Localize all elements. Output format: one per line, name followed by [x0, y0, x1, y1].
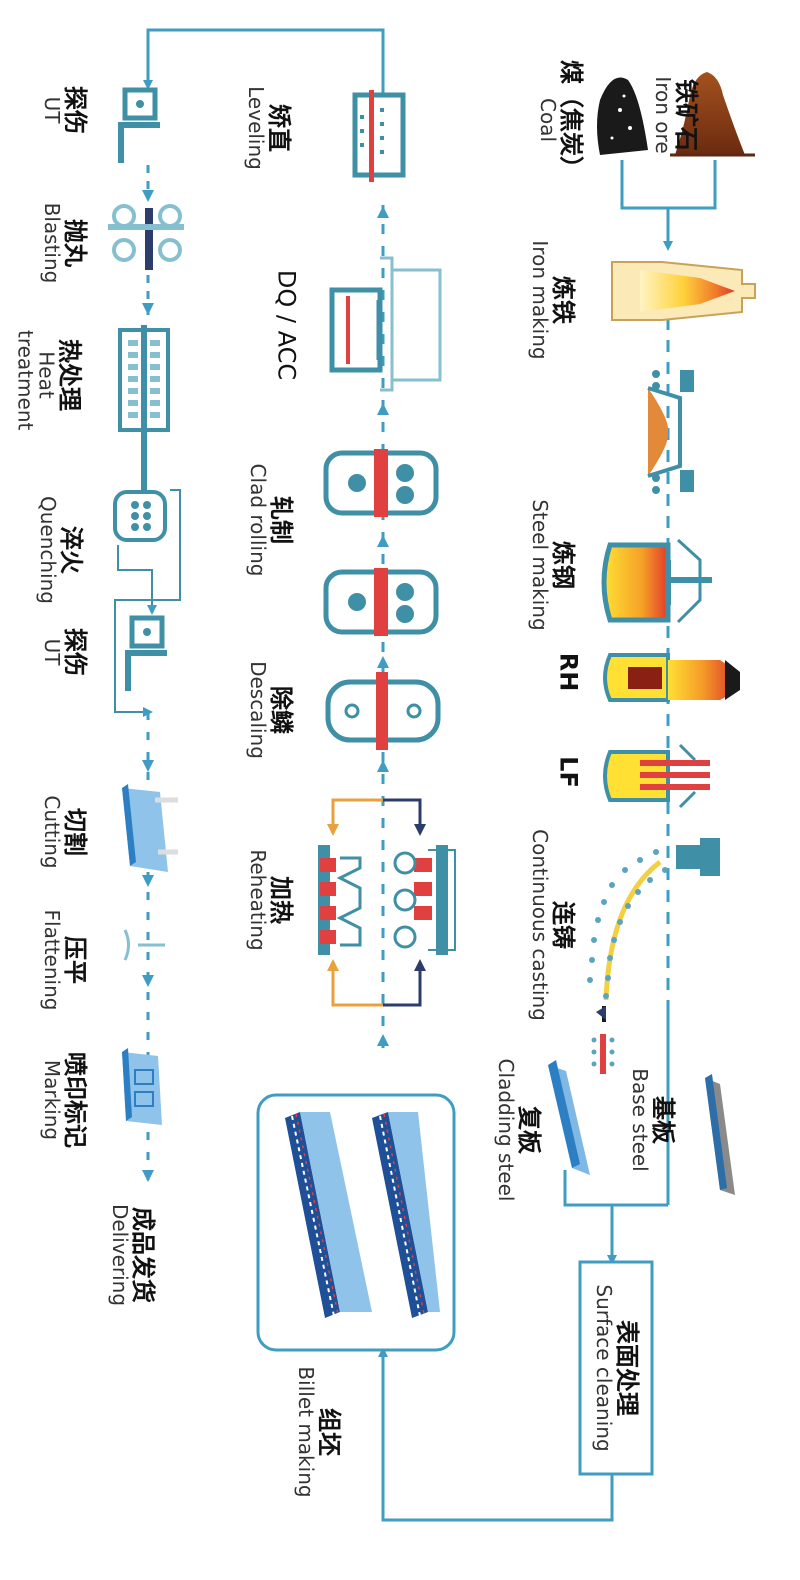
base-steel-plate-icon: [705, 1074, 735, 1195]
label-flattening-en: Flattening: [39, 909, 64, 1011]
label-iron-ore-en: Iron ore: [650, 76, 675, 154]
ut-probe-icon: [118, 87, 160, 163]
leveler-icon: [352, 90, 406, 182]
label-heat-treatment-zh: 热处理: [55, 339, 84, 411]
blast-furnace-icon: [611, 261, 756, 321]
label-billet-making-zh: 组坯: [315, 1408, 344, 1456]
label-iron-making-en: Iron making: [527, 240, 552, 360]
surface-cleaning-box: [578, 1260, 654, 1476]
reheating-furnace-icon: [318, 845, 456, 955]
label-iron-ore-zh: 铁矿石: [672, 79, 701, 151]
label-heat-treatment-en: Heat treatment: [13, 330, 59, 431]
reheating-loop-navy: [383, 959, 426, 1007]
reheating-loop-orange-top: [327, 798, 383, 836]
label-descaling-zh: 除鳞: [267, 686, 296, 734]
top-connector-line: [143, 28, 385, 93]
label-lf-zh: LF: [554, 756, 583, 788]
label-ut-2-zh: 探伤: [61, 628, 90, 676]
cladding-steel-plate-icon: [548, 1060, 590, 1175]
label-delivering-en: Delivering: [107, 1203, 132, 1307]
label-surface-cleaning-en: Surface cleaning: [591, 1284, 616, 1452]
label-steel-making-zh: 炼钢: [549, 541, 578, 589]
ore-coal-merge-line: [620, 160, 717, 246]
reheating-loop-navy-top: [383, 798, 426, 836]
lf-furnace-icon: [603, 743, 710, 809]
label-ut-1-zh: 探伤: [61, 86, 90, 134]
label-ut-1-en: UT: [39, 96, 64, 124]
label-rh-zh: RH: [554, 652, 583, 692]
label-delivering-zh: 成品发货: [129, 1206, 158, 1303]
label-leveling-en: Leveling: [243, 86, 268, 170]
surface-to-billet-line: [378, 1347, 614, 1522]
label-blasting-zh: 抛丸: [61, 218, 90, 267]
label-dq-acc-zh: DQ / ACC: [272, 269, 301, 381]
billet-making-box: [256, 1093, 456, 1352]
quench-unit-icon: [113, 489, 181, 717]
label-continuous-casting-en: Continuous casting: [527, 829, 552, 1021]
column2-arrows: [377, 206, 389, 1046]
label-descaling-en: Descaling: [245, 661, 270, 759]
label-clad-rolling-en: Clad rolling: [245, 463, 270, 577]
torpedo-ladle-icon: [647, 370, 694, 494]
rolling-mill-icon: [323, 568, 439, 636]
rh-degasser-icon: [603, 653, 740, 702]
plate-merge-line: [563, 1000, 670, 1260]
coal-pile-icon: [597, 77, 648, 155]
label-flattening-zh: 压平: [61, 935, 90, 984]
label-continuous-casting-zh: 连铸: [549, 900, 578, 949]
converter-icon: [601, 538, 712, 624]
label-quenching-zh: 淬火: [57, 526, 86, 574]
continuous-caster-icon: [587, 838, 720, 1074]
iron-ore-pile-icon: [670, 72, 755, 157]
label-cladding-steel-en: Cladding steel: [493, 1058, 518, 1202]
label-leveling-zh: 矫直: [265, 103, 294, 152]
label-surface-cleaning-zh: 表面处理: [613, 1319, 642, 1416]
label-reheating-en: Reheating: [245, 849, 270, 951]
marked-plate-icon: [122, 1048, 162, 1125]
ut-probe-icon-2: [125, 615, 167, 691]
label-iron-making-zh: 炼铁: [549, 275, 578, 324]
label-coal-en: Coal: [535, 97, 560, 142]
reheating-loop-orange: [327, 959, 383, 1007]
label-blasting-en: Blasting: [39, 202, 64, 284]
heat-treatment-furnace-icon: [118, 325, 170, 515]
dq-acc-unit-icon: [329, 256, 442, 392]
label-cutting-en: Cutting: [39, 795, 64, 869]
label-clad-rolling-zh: 轧制: [267, 495, 296, 544]
label-cutting-zh: 切割: [61, 807, 90, 856]
label-marking-zh: 喷印标记: [61, 1052, 90, 1148]
label-base-steel-zh: 基板: [649, 1096, 678, 1144]
label-cladding-steel-zh: 复板: [515, 1105, 544, 1154]
label-billet-making-en: Billet making: [293, 1366, 318, 1498]
label-ut-2-en: UT: [39, 638, 64, 666]
label-base-steel-en: Base steel: [627, 1068, 652, 1172]
label-marking-en: Marking: [39, 1059, 64, 1141]
shot-blaster-icon: [108, 204, 184, 270]
rolling-mill-icon-2: [323, 449, 439, 517]
label-reheating-zh: 加热: [267, 876, 296, 924]
press-flattening-icon: [123, 929, 165, 961]
label-quenching-en: Quenching: [35, 496, 60, 604]
cutting-plate-icon: [122, 784, 178, 872]
label-coal-zh: 煤（焦炭）: [557, 60, 586, 180]
label-steel-making-en: Steel making: [527, 499, 552, 631]
descaling-unit-icon: [325, 672, 441, 750]
